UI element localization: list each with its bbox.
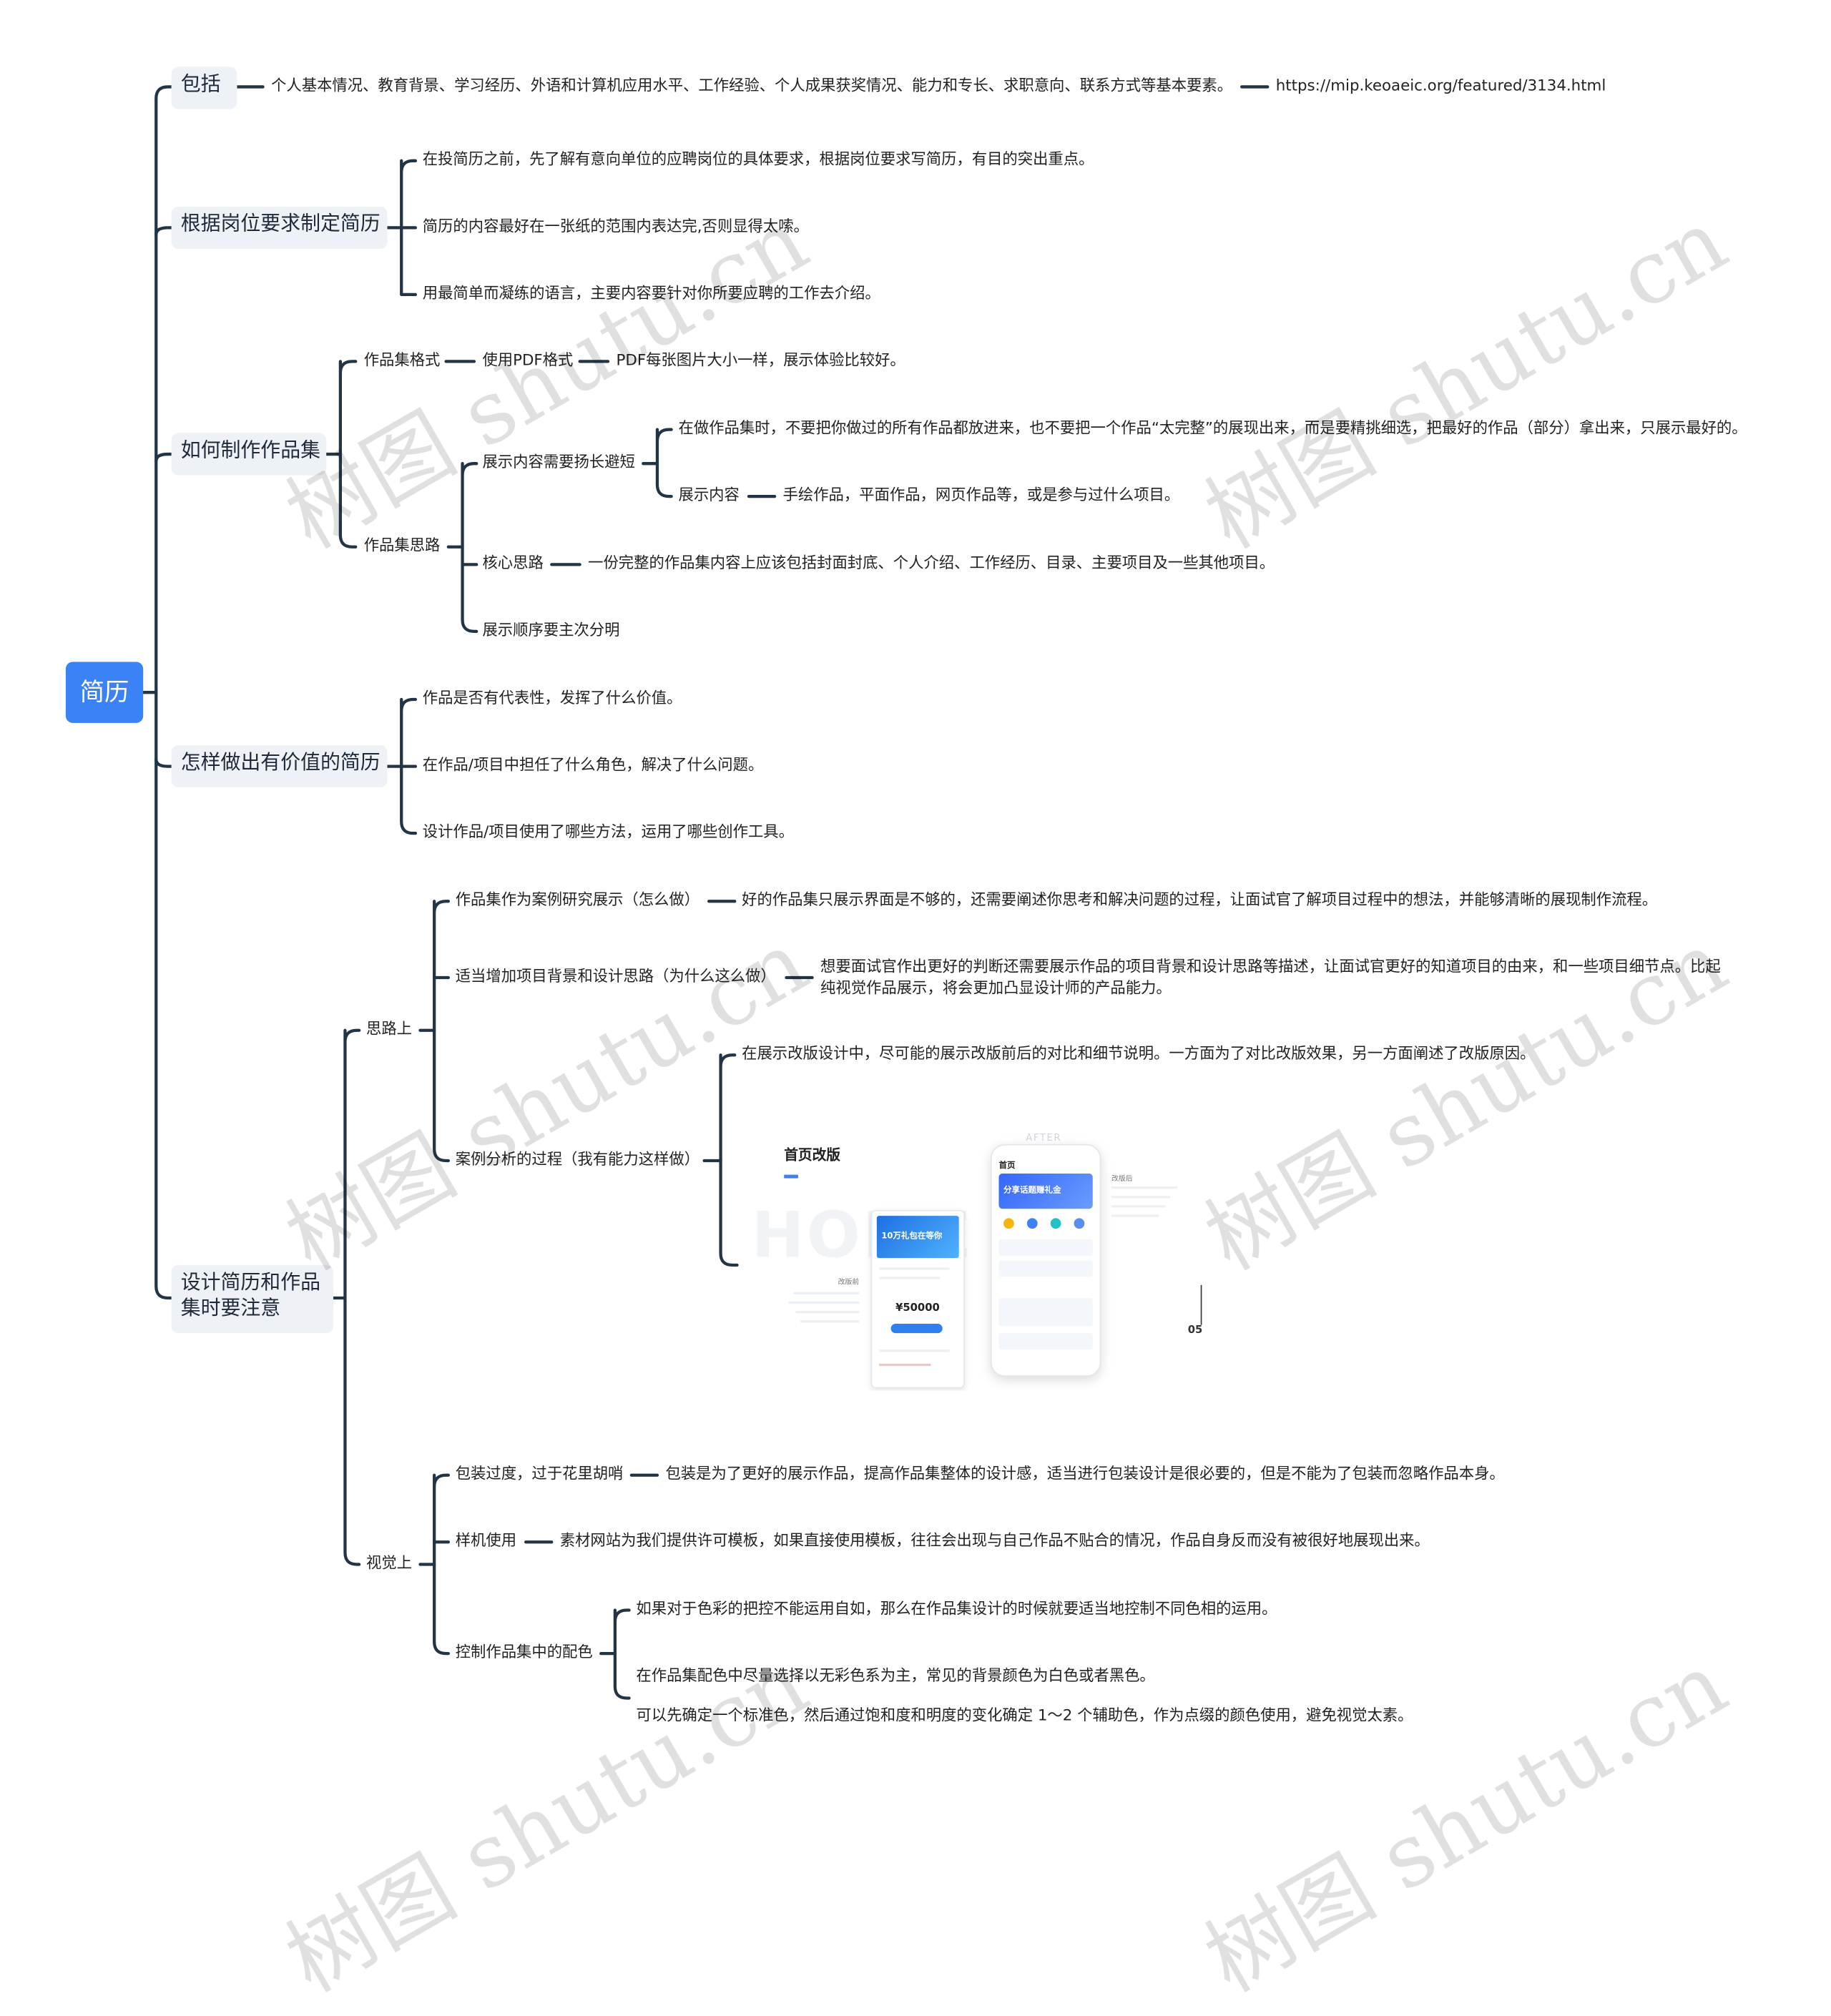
example-old-note-line — [788, 1301, 860, 1304]
phone-before-row — [879, 1349, 950, 1352]
example-page-bar — [1200, 1284, 1202, 1325]
example-old-note-line — [800, 1320, 860, 1323]
phone-before-button — [890, 1324, 943, 1334]
phone-after-icon — [1003, 1218, 1014, 1229]
connector-lines — [142, 85, 1270, 1700]
phone-after-card — [998, 1297, 1093, 1327]
phone-before-row — [879, 1277, 941, 1279]
show-strengths: 展示内容需要扬长避短 — [482, 454, 635, 472]
phone-after-banner: 分享话题赚礼金 — [998, 1174, 1093, 1209]
example-new-note-line — [1111, 1214, 1159, 1217]
phone-after-card — [998, 1333, 1093, 1350]
thinking-item-2: 适当增加项目背景和设计思路（为什么这么做） — [455, 968, 776, 986]
phone-after: 首页 分享话题赚礼金 — [991, 1144, 1101, 1377]
branch-job-requirements[interactable]: 根据岗位要求制定简历 — [171, 206, 388, 249]
branch-design-notes[interactable]: 设计简历和作品集时要注意 — [171, 1264, 334, 1334]
example-after-label: AFTER — [1026, 1132, 1062, 1144]
redesign-example-image: HOME 首页改版 AFTER 改版前 10万礼包在等你 ¥50000 首页 分… — [742, 1132, 1206, 1391]
thinking-item-3-note: 在展示改版设计中，尽可能的展示改版前后的对比和细节说明。一方面为了对比改版效果，… — [742, 1046, 1536, 1063]
valuable-item-2: 在作品/项目中担任了什么角色，解决了什么问题。 — [422, 757, 764, 775]
example-new-label: 改版后 — [1111, 1174, 1133, 1184]
example-old-note-line — [795, 1310, 860, 1314]
pdf-format: 使用PDF格式 — [482, 352, 574, 370]
phone-after-icon — [1026, 1218, 1038, 1229]
thinking-item-2-note: 想要面试官作出更好的判断还需要展示作品的项目背景和设计思路等描述，让面试官更好的… — [820, 958, 1721, 998]
visual-item-3: 控制作品集中的配色 — [455, 1644, 593, 1662]
core-idea: 核心思路 — [482, 555, 544, 573]
include-content: 个人基本情况、教育背景、学习经历、外语和计算机应用水平、工作经验、个人成果获奖情… — [271, 77, 1233, 95]
valuable-item-1: 作品是否有代表性，发挥了什么价值。 — [422, 689, 682, 708]
phone-before-banner: 10万礼包在等你 — [876, 1216, 959, 1259]
visual-item-2-note: 素材网站为我们提供许可模板，如果直接使用模板，往往会出现与自己作品不贴合的情况，… — [559, 1533, 1430, 1550]
phone-after-home: 首页 — [998, 1160, 1016, 1171]
example-new-note-line — [1111, 1186, 1177, 1189]
thinking-item-3: 案例分析的过程（我有能力这样做） — [455, 1151, 700, 1169]
example-title-bar — [784, 1174, 798, 1179]
visual-aspect: 视觉上 — [365, 1555, 413, 1573]
color-note-1: 如果对于色彩的把控不能运用自如，那么在作品集设计的时候就要适当地控制不同色相的运… — [636, 1600, 1277, 1618]
phone-before-row — [879, 1363, 931, 1367]
color-note-3: 可以先确定一个标准色，然后通过饱和度和明度的变化确定 1～2 个辅助色，作为点缀… — [636, 1707, 1413, 1726]
show-order: 展示顺序要主次分明 — [482, 621, 620, 640]
mindmap-canvas: 简历 包括 个人基本情况、教育背景、学习经历、外语和计算机应用水平、工作经验、个… — [65, 67, 1747, 2012]
branch-include[interactable]: 包括 — [171, 67, 237, 109]
job-req-item-3: 用最简单而凝练的语言，主要内容要针对你所要应聘的工作去介绍。 — [422, 285, 880, 303]
phone-after-card — [998, 1239, 1093, 1256]
visual-item-1-note: 包装是为了更好的展示作品，提高作品集整体的设计感，适当进行包装设计是很必要的，但… — [665, 1465, 1505, 1484]
color-note-2: 在作品集配色中尽量选择以无彩色系为主，常见的背景颜色为白色或者黑色。 — [636, 1667, 1155, 1686]
phone-after-card — [998, 1260, 1093, 1277]
portfolio-approach: 作品集思路 — [363, 537, 441, 556]
include-link[interactable]: https://mip.keoaeic.org/featured/3134.ht… — [1275, 77, 1606, 95]
phone-before-price: ¥50000 — [895, 1302, 940, 1314]
core-idea-note: 一份完整的作品集内容上应该包括封面封底、个人介绍、工作经历、目录、主要项目及一些… — [588, 555, 1275, 573]
phone-after-banner-text: 分享话题赚礼金 — [1003, 1185, 1061, 1195]
example-old-note-line — [793, 1292, 860, 1295]
thinking-item-1: 作品集作为案例研究展示（怎么做） — [455, 892, 700, 910]
job-req-item-2: 简历的内容最好在一张纸的范围内表达完,否则显得太嗦。 — [422, 218, 809, 236]
show-strengths-note: 在做作品集时，不要把你做过的所有作品都放进来，也不要把一个作品“太完整”的展现出… — [678, 420, 1747, 438]
visual-item-1: 包装过度，过于花里胡哨 — [455, 1465, 624, 1484]
example-page-number: 05 — [1187, 1324, 1203, 1337]
phone-after-icon — [1050, 1218, 1061, 1229]
branch-portfolio-making[interactable]: 如何制作作品集 — [171, 433, 327, 476]
example-old-label: 改版前 — [838, 1278, 860, 1287]
valuable-item-3: 设计作品/项目使用了哪些方法，运用了哪些创作工具。 — [422, 823, 794, 842]
show-content: 展示内容 — [678, 487, 740, 505]
example-title: 首页改版 — [784, 1146, 840, 1164]
thinking-aspect: 思路上 — [365, 1021, 413, 1039]
pdf-note: PDF每张图片大小一样，展示体验比较好。 — [616, 352, 905, 370]
phone-after-icon — [1074, 1218, 1085, 1229]
branch-valuable-resume[interactable]: 怎样做出有价值的简历 — [171, 745, 388, 788]
thinking-item-1-note: 好的作品集只展示界面是不够的，还需要阐述你思考和解决问题的过程，让面试官了解项目… — [742, 892, 1658, 910]
job-req-item-1: 在投简历之前，先了解有意向单位的应聘岗位的具体要求，根据岗位要求写简历，有目的突… — [422, 151, 1094, 169]
phone-before: 10万礼包在等你 ¥50000 — [870, 1209, 965, 1389]
show-content-note: 手绘作品，平面作品，网页作品等，或是参与过什么项目。 — [782, 487, 1180, 505]
visual-item-2: 样机使用 — [455, 1533, 517, 1550]
example-new-note-line — [1111, 1196, 1171, 1199]
phone-before-banner-text: 10万礼包在等你 — [881, 1231, 943, 1241]
root-node[interactable]: 简历 — [65, 662, 144, 723]
example-new-note-line — [1111, 1205, 1166, 1208]
portfolio-format: 作品集格式 — [363, 352, 441, 370]
phone-before-row — [879, 1267, 950, 1270]
